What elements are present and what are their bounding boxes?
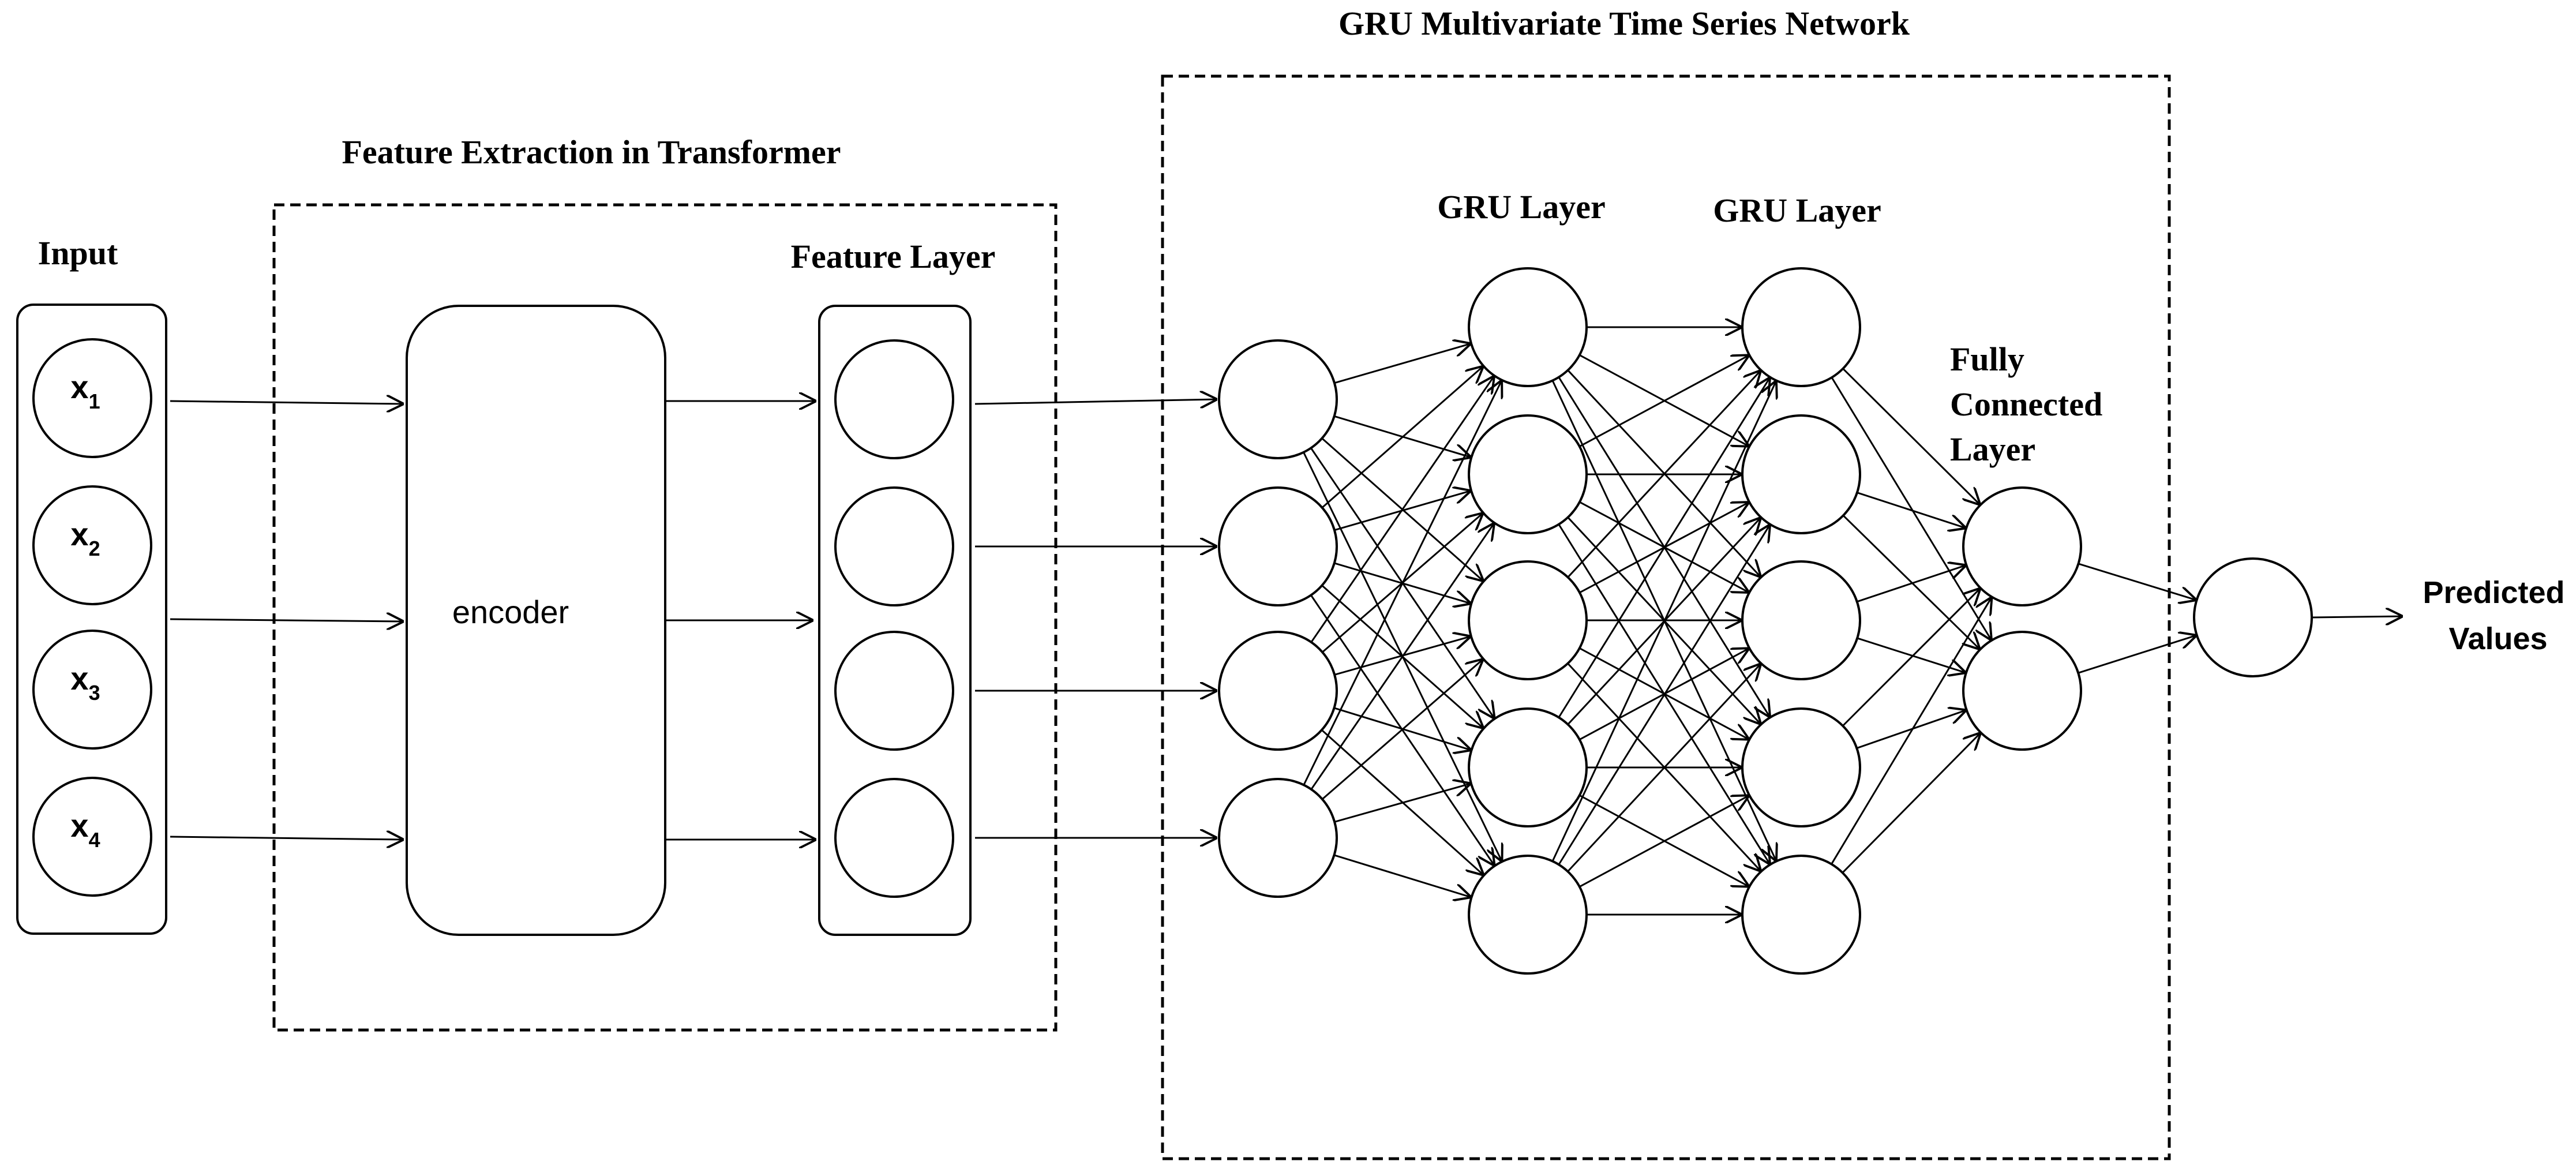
edge-gru-input-node-1-to-gru1-node-1 [1334, 343, 1471, 384]
edge-gru2-node-5-to-fc-node-1 [1831, 597, 1992, 865]
feature-node-4 [834, 778, 954, 898]
svg-text:x4: x4 [70, 807, 100, 852]
input-node-3: x3 [32, 630, 152, 750]
network-nodes [1218, 267, 2313, 975]
edge-gru-input-node-4-to-gru1-node-4 [1334, 784, 1471, 823]
input-node-2: x2 [32, 485, 152, 605]
feature-extraction-box [272, 203, 1058, 1032]
feature-layer-title: Feature Layer [791, 238, 996, 275]
edge-gru-input-node-4-to-gru1-node-3 [1321, 659, 1483, 800]
fully-connected-line-3: Layer [1950, 430, 2035, 468]
gru-layer-1-title: GRU Layer [1437, 188, 1606, 226]
gru-network-box [1161, 74, 2171, 1160]
edge-gru-input-node-4-to-gru1-node-5 [1334, 854, 1472, 897]
edge-gru2-node-5-to-fc-node-2 [1842, 733, 1981, 874]
arrow-output [2312, 616, 2403, 617]
gru1-node-1 [1468, 267, 1588, 387]
edge-gru1-node-5-to-gru2-node-3 [1567, 664, 1761, 872]
input-node-4: x4 [32, 777, 152, 897]
predicted-line-2: Values [2448, 621, 2547, 656]
fully-connected-line-1: Fully [1950, 340, 2024, 378]
edge-fc-node-2-to-output-node-1 [2078, 635, 2197, 674]
edge-gru1-node-5-to-gru2-node-2 [1558, 525, 1770, 866]
predicted-line-1: Predicted [2423, 575, 2564, 610]
edge-gru-input-node-4-to-gru1-node-2 [1310, 523, 1494, 790]
input-node-1: x1 [32, 338, 152, 458]
arrow-input-encoder-3 [170, 837, 404, 840]
edge-gru2-node-4-to-fc-node-1 [1842, 588, 1981, 726]
arrow-input-encoder-1 [170, 401, 404, 404]
edge-gru1-node-5-to-gru2-node-1 [1551, 380, 1776, 862]
edge-gru2-node-2-to-fc-node-1 [1857, 492, 1966, 529]
gru-input-node-4 [1218, 778, 1338, 898]
edge-gru1-node-3-to-gru2-node-1 [1567, 370, 1761, 578]
edge-gru2-node-1-to-fc-node-1 [1842, 368, 1980, 505]
edge-gru2-node-3-to-fc-node-2 [1857, 637, 1966, 673]
gru-input-node-3 [1218, 631, 1338, 751]
gru1-node-5 [1468, 855, 1588, 975]
edge-gru1-node-4-to-gru2-node-1 [1558, 377, 1770, 718]
svg-text:x1: x1 [70, 369, 100, 413]
edge-gru-input-node-4-to-gru1-node-1 [1303, 380, 1502, 786]
edge-gru-input-node-2-to-gru1-node-5 [1310, 594, 1494, 866]
fully-connected-title: Fully Connected Layer [1950, 340, 2111, 468]
feature-extraction-title: Feature Extraction in Transformer [342, 133, 841, 171]
fc-node-1 [1962, 486, 2082, 606]
gru1-node-3 [1468, 560, 1588, 680]
edge-gru-input-node-3-to-gru1-node-1 [1310, 376, 1494, 643]
fully-connected-line-2: Connected [1950, 385, 2102, 423]
svg-text:x3: x3 [70, 660, 100, 705]
encoder-label: encoder [452, 594, 569, 630]
edge-gru1-node-5-to-gru2-node-4 [1579, 795, 1749, 887]
feature-node-3 [834, 631, 954, 751]
feature-node-2 [834, 486, 954, 606]
gru-network-title: GRU Multivariate Time Series Network [1338, 5, 1910, 42]
svg-text:x2: x2 [70, 516, 100, 560]
gru1-node-2 [1468, 414, 1588, 534]
gru-layer-2-title: GRU Layer [1713, 192, 1881, 229]
input-title: Input [38, 234, 118, 272]
input-group-box [16, 304, 167, 935]
gru1-node-4 [1468, 707, 1588, 827]
gru-input-node-1 [1218, 339, 1338, 459]
edge-gru-input-node-2-to-gru1-node-1 [1321, 366, 1484, 508]
gru-input-node-2 [1218, 486, 1338, 606]
edge-gru1-node-2-to-gru2-node-1 [1579, 355, 1749, 447]
gru2-node-1 [1741, 267, 1861, 387]
output-node-1 [2193, 557, 2313, 677]
edge-gru2-node-3-to-fc-node-1 [1857, 565, 1967, 603]
feature-node-1 [834, 339, 954, 459]
network-connections [1303, 327, 2197, 915]
gru2-node-5 [1741, 855, 1861, 975]
gru2-node-3 [1741, 560, 1861, 680]
encoder-box [406, 305, 666, 936]
fc-node-2 [1962, 631, 2082, 751]
predicted-values-label: Predicted Values [2423, 575, 2573, 656]
edge-fc-node-1-to-output-node-1 [2078, 563, 2196, 600]
gru2-node-2 [1741, 414, 1861, 534]
arrow-feature-gru-1 [974, 399, 1217, 404]
gru2-node-4 [1741, 707, 1861, 827]
arrow-input-encoder-2 [170, 619, 404, 621]
feature-layer-box [818, 305, 972, 936]
